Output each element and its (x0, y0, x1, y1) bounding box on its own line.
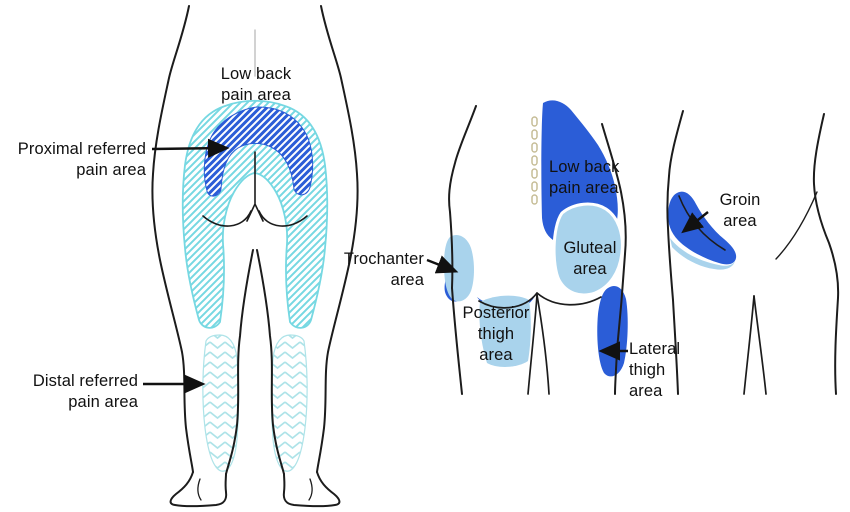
body-outline-right-side (316, 5, 359, 473)
trochanter-arrow-icon (426, 255, 459, 274)
groin-edge-shade (670, 238, 735, 270)
leg-split-left-line (527, 294, 538, 395)
gluteal-cleft-line (246, 151, 264, 222)
right-buttock-crease (258, 210, 308, 227)
label-distal-referred-pain-area: Distal referred pain area (32, 372, 138, 411)
low-back-pain-region (203, 106, 314, 197)
annotation-arrows (143, 138, 709, 394)
label-groin-area: Groin area (719, 191, 761, 230)
posterior-thigh-area-region (479, 295, 531, 367)
inner-right-leg-line (256, 249, 285, 475)
leg-split-right-line (753, 295, 767, 395)
label-gluteal-area: Gluteal area (563, 239, 617, 278)
right-inguinal-crease (775, 191, 818, 260)
right-foot-outline (282, 471, 341, 508)
label-posterior-thigh-area: Posterior thigh area (462, 304, 530, 364)
left-foot-outline (169, 471, 228, 508)
left-heel-line (197, 478, 202, 501)
inner-left-leg-line (225, 249, 254, 475)
hip-outline-left-side (448, 105, 477, 395)
spine-dashes (531, 116, 538, 205)
leg-split-left-line (743, 295, 755, 395)
left-gluteal-fold-line (478, 292, 538, 309)
distal-referred-pain-region-left-calf (202, 334, 240, 472)
lateral-thigh-area-region (597, 286, 628, 377)
gluteal-area-region (552, 202, 624, 297)
proximal-arrow-icon (151, 138, 230, 158)
leg-split-right-line (536, 294, 550, 395)
hip-outline-right-side (812, 113, 840, 395)
posterior-hip-figure (444, 100, 628, 395)
label-trochanter-area: Trochanter area (343, 250, 424, 289)
right-heel-line (308, 478, 313, 501)
distal-referred-pain-region-right-calf (270, 334, 308, 472)
hip-outline-left-side (666, 110, 684, 395)
label-proximal-referred-pain-area: Proximal referred pain area (17, 140, 146, 179)
body-outline-left-side (151, 5, 194, 473)
right-gluteal-fold-line (536, 292, 602, 306)
hip-outline-right-side (601, 123, 627, 395)
label-lateral-thigh-area: Lateral thigh area (629, 340, 681, 400)
label-low-back-pain-area-left: Low back pain area (220, 65, 292, 104)
groin-arrow-icon (681, 211, 709, 234)
trochanter-edge-shade (444, 278, 458, 302)
left-buttock-crease (202, 210, 252, 227)
label-low-back-pain-area-mid: Low back pain area (549, 158, 620, 197)
